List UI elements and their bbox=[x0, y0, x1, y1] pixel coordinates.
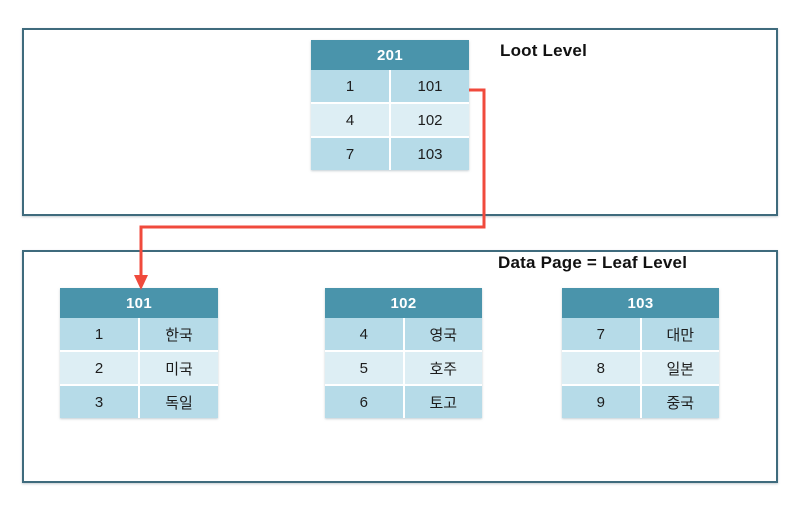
root-index-table: 201 1 101 4 102 7 103 bbox=[311, 40, 469, 170]
row-key: 1 bbox=[311, 70, 391, 104]
table-row: 1 101 bbox=[311, 70, 469, 104]
row-key: 4 bbox=[311, 103, 391, 138]
table-row: 7 103 bbox=[311, 137, 469, 170]
row-value: 대만 bbox=[640, 318, 719, 352]
leaf-table-header: 103 bbox=[562, 288, 719, 318]
row-key: 9 bbox=[562, 385, 642, 418]
row-value: 미국 bbox=[139, 351, 218, 386]
table-row: 1 한국 bbox=[60, 318, 218, 352]
table-row: 8 일본 bbox=[562, 351, 719, 386]
leaf-table-102: 102 4 영국 5 호주 6 토고 bbox=[325, 288, 482, 418]
root-level-label: Loot Level bbox=[500, 41, 588, 60]
row-value: 103 bbox=[390, 137, 469, 170]
leaf-table-103: 103 7 대만 8 일본 9 중국 bbox=[562, 288, 719, 418]
row-value: 토고 bbox=[403, 385, 482, 418]
table-row: 3 독일 bbox=[60, 385, 218, 418]
table-row: 5 호주 bbox=[325, 351, 482, 386]
row-key: 7 bbox=[562, 318, 642, 352]
row-key: 4 bbox=[325, 318, 405, 352]
table-header-row: 102 bbox=[325, 288, 482, 318]
leaf-level-label: Data Page = Leaf Level bbox=[498, 253, 688, 272]
row-value: 영국 bbox=[403, 318, 482, 352]
table-header-row: 201 bbox=[311, 40, 469, 70]
row-value: 호주 bbox=[403, 351, 482, 386]
leaf-table-101: 101 1 한국 2 미국 3 독일 bbox=[60, 288, 218, 418]
row-key: 8 bbox=[562, 351, 642, 386]
row-key: 2 bbox=[60, 351, 140, 386]
table-row: 4 영국 bbox=[325, 318, 482, 352]
row-key: 7 bbox=[311, 137, 391, 170]
row-value: 101 bbox=[390, 70, 469, 104]
table-row: 6 토고 bbox=[325, 385, 482, 418]
row-key: 6 bbox=[325, 385, 405, 418]
row-value: 독일 bbox=[139, 385, 218, 418]
root-table-header: 201 bbox=[311, 40, 469, 70]
table-row: 9 중국 bbox=[562, 385, 719, 418]
table-header-row: 103 bbox=[562, 288, 719, 318]
row-value: 한국 bbox=[139, 318, 218, 352]
table-row: 2 미국 bbox=[60, 351, 218, 386]
leaf-table-header: 102 bbox=[325, 288, 482, 318]
table-row: 4 102 bbox=[311, 103, 469, 138]
row-key: 5 bbox=[325, 351, 405, 386]
row-key: 1 bbox=[60, 318, 140, 352]
row-value: 102 bbox=[390, 103, 469, 138]
row-value: 중국 bbox=[640, 385, 719, 418]
row-value: 일본 bbox=[640, 351, 719, 386]
leaf-table-header: 101 bbox=[60, 288, 218, 318]
table-header-row: 101 bbox=[60, 288, 218, 318]
table-row: 7 대만 bbox=[562, 318, 719, 352]
row-key: 3 bbox=[60, 385, 140, 418]
